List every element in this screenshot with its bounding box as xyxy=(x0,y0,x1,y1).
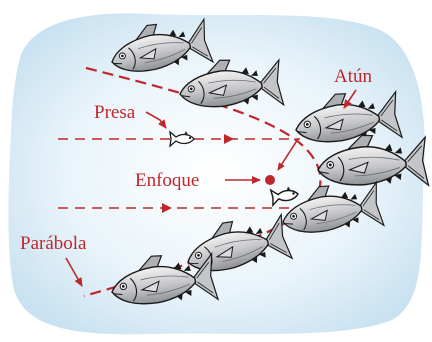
focus-label: Enfoque xyxy=(135,170,199,191)
tuna-label: Atún xyxy=(334,66,373,87)
prey-label: Presa xyxy=(94,102,136,123)
focus-point-icon xyxy=(265,175,275,185)
parabola-label: Parábola xyxy=(20,233,87,254)
